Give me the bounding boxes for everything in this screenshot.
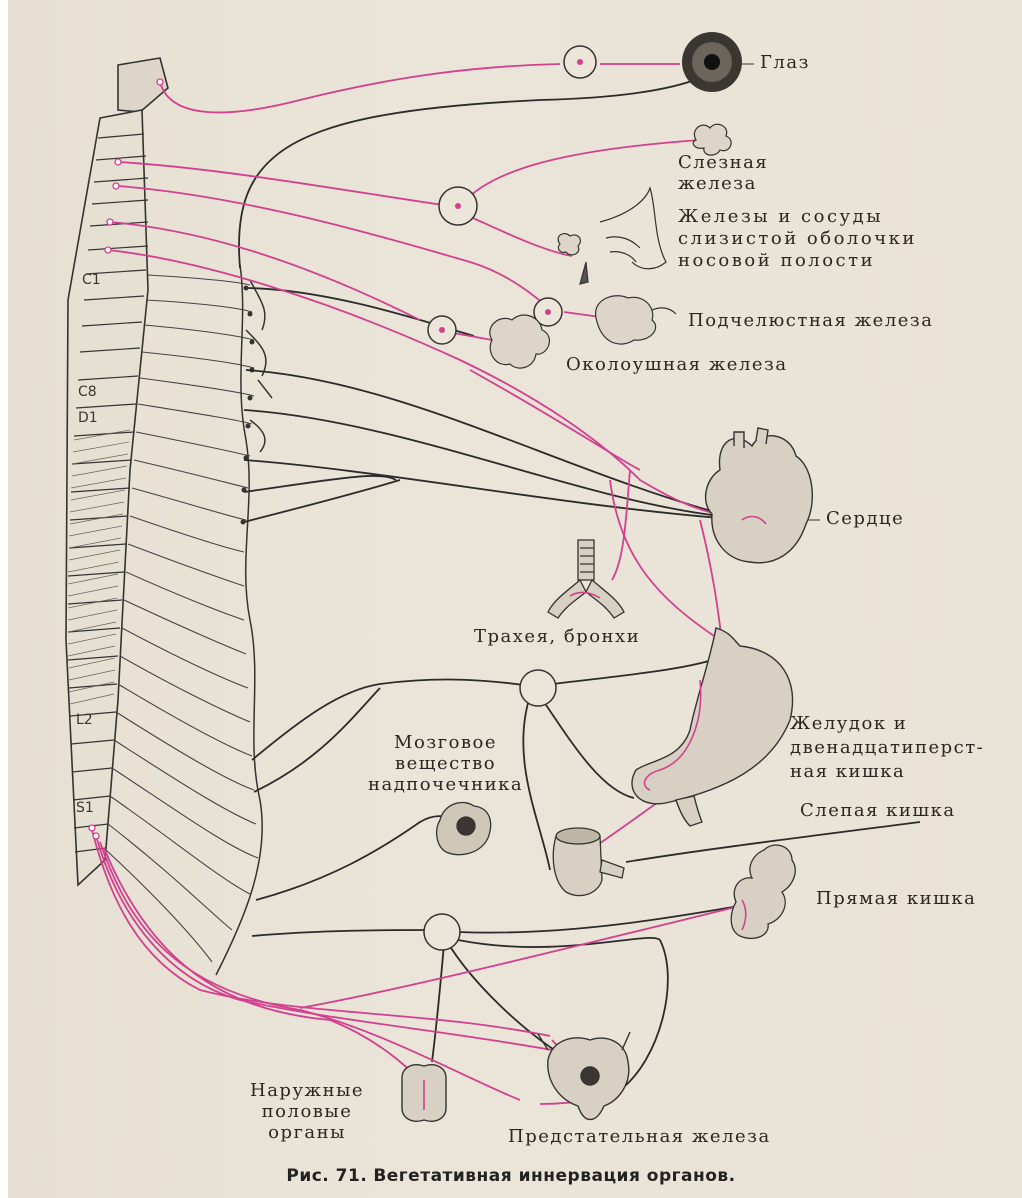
parasympathetic-nerves (92, 64, 740, 1104)
label-prostate: Предстательная железа (508, 1126, 771, 1147)
label-submandibular-gland: Подчелюстная железа (688, 310, 933, 331)
segment-label-c1: C1 (82, 272, 101, 288)
heart-organ (706, 428, 813, 563)
celiac-ganglion (520, 670, 556, 706)
prostate-organ (538, 1032, 630, 1120)
label-parotid-gland: Околоушная железа (566, 354, 788, 375)
segment-label-d1: D1 (78, 410, 98, 426)
label-adrenal-medulla: Мозговое вещество надпочечника (368, 732, 523, 795)
segment-label-s1: S1 (76, 800, 94, 816)
figure-number: Рис. 71. (286, 1166, 367, 1186)
cecum-organ (553, 828, 624, 896)
label-eye: Глаз (760, 52, 810, 73)
label-genitals: Наружные половые органы (250, 1080, 364, 1143)
nose-organ (558, 188, 666, 284)
rectum-organ (731, 845, 795, 938)
spinal-cord (66, 58, 168, 885)
figure-caption-text: Вегетативная иннервация органов. (373, 1166, 735, 1186)
adrenal-organ (437, 802, 491, 854)
label-lacrimal-gland: Слезная железа (678, 152, 768, 194)
label-rectum: Прямая кишка (816, 888, 976, 909)
eye-organ (682, 32, 742, 92)
submandibular-gland-organ (596, 296, 676, 344)
figure-caption: Рис. 71. Вегетативная иннервация органов. (0, 1166, 1022, 1186)
stomach-organ (632, 628, 793, 826)
label-nasal-glands: Железы и сосуды слизистой оболочки носов… (678, 206, 917, 272)
genitals-organ (402, 1065, 446, 1122)
label-cecum: Слепая кишка (800, 800, 956, 821)
segment-label-l2: L2 (76, 712, 93, 728)
hypogastric-ganglion (424, 914, 460, 950)
segment-label-c8: C8 (78, 384, 97, 400)
label-heart: Сердце (826, 508, 904, 529)
label-trachea: Трахея, бронхи (474, 626, 640, 647)
label-stomach: Желудок и двенадцатиперст- ная кишка (790, 712, 984, 784)
lacrimal-gland-organ (693, 124, 731, 155)
